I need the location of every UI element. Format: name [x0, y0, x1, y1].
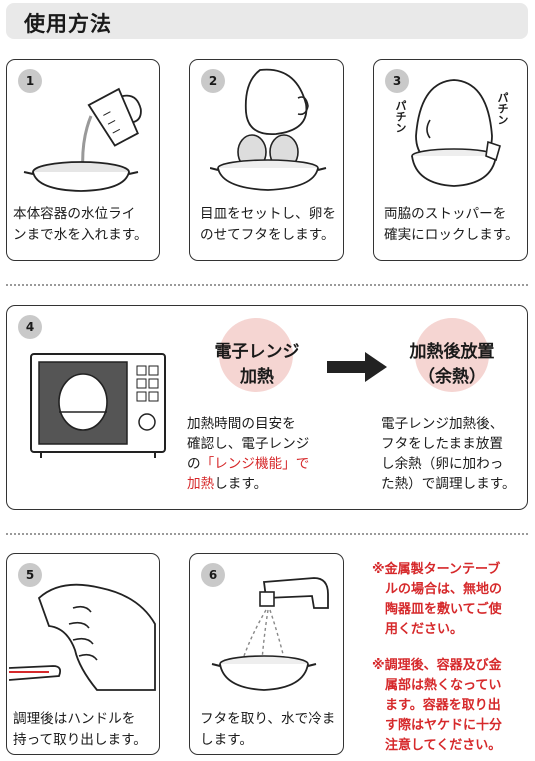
microwave-illustration [30, 353, 166, 458]
step-1-card: 1 本体容器の水位ライ ンまで水を入れます。 [6, 59, 160, 261]
sfx-left-text: パチン [394, 100, 407, 133]
pouring-water-illustration [23, 87, 142, 192]
step-1-caption: 本体容器の水位ライ ンまで水を入れます。 [13, 206, 148, 243]
step-6-number: 6 [201, 563, 225, 587]
divider-2 [6, 533, 528, 535]
microwave-text-red-2: 加熱 [187, 476, 215, 492]
step-6-caption: フタを取り、水で冷ま します。 [200, 711, 336, 748]
step-4-card: 4 電子レンジ 加熱 加熱後放置 （余熱） 加熱時間の目安を 確認し、電子レンジ… [6, 305, 528, 510]
eggs-and-lid-illustration [210, 68, 327, 191]
left-heading-circle [219, 318, 293, 392]
microwave-text-red-1: 「レンジ機能」で [200, 456, 310, 472]
step-1-number: 1 [18, 69, 42, 93]
step-4-number: 4 [18, 315, 42, 339]
right-heading-circle [415, 318, 489, 392]
arrow-right-icon [327, 352, 387, 382]
step-5-card: 5 調理後はハンドルを 持って取り出します。 [6, 553, 160, 755]
step-3-card: 3 パチン パチン 両脇のストッパーを 確実にロックします。 [373, 59, 528, 261]
turntable-warning-note: ※金属製ターンテーブ ルの場合は、無地の 陶器皿を敷いてご使 用ください。 [372, 562, 503, 637]
divider-1 [6, 284, 528, 286]
locked-egg-cooker-illustration [411, 79, 501, 187]
residual-heat-instruction-text: 電子レンジ加熱後、 フタをしたまま放置 し余熱（卵に加わっ た熱）で調理します。 [381, 416, 516, 492]
residual-heat-heading: 加熱後放置 （余熱） [409, 342, 495, 387]
title-bar: 使用方法 [6, 3, 528, 39]
step-5-number: 5 [18, 563, 42, 587]
step-3-number: 3 [385, 69, 409, 93]
hand-holding-handle-illustration [9, 583, 156, 691]
step-3-caption: 両脇のストッパーを 確実にロックします。 [384, 206, 519, 243]
hot-container-warning-note: ※調理後、容器及び金 属部は熱くなってい ます。容器を取り出 す際はヤケドに十分… [372, 658, 503, 753]
microwave-heating-heading: 電子レンジ 加熱 [214, 342, 300, 387]
step-2-card: 2 目皿をセットし、卵を のせてフタをします。 [189, 59, 344, 261]
faucet-cooling-illustration [211, 577, 329, 691]
step-6-card: 6 フタを取り、水で冷ま します。 [189, 553, 344, 755]
microwave-text-part-b: します。 [214, 476, 268, 492]
page-title: 使用方法 [24, 12, 112, 36]
step-2-number: 2 [201, 69, 225, 93]
step-2-caption: 目皿をセットし、卵を のせてフタをします。 [200, 206, 336, 243]
microwave-instruction-text: 加熱時間の目安を 確認し、電子レンジ の「レンジ機能」で 加熱します。 [187, 414, 309, 494]
microwave-text-part-a: 加熱時間の目安を 確認し、電子レンジ の [187, 416, 310, 472]
step-5-caption: 調理後はハンドルを 持って取り出します。 [13, 711, 147, 748]
sfx-right-text: パチン [496, 92, 509, 125]
